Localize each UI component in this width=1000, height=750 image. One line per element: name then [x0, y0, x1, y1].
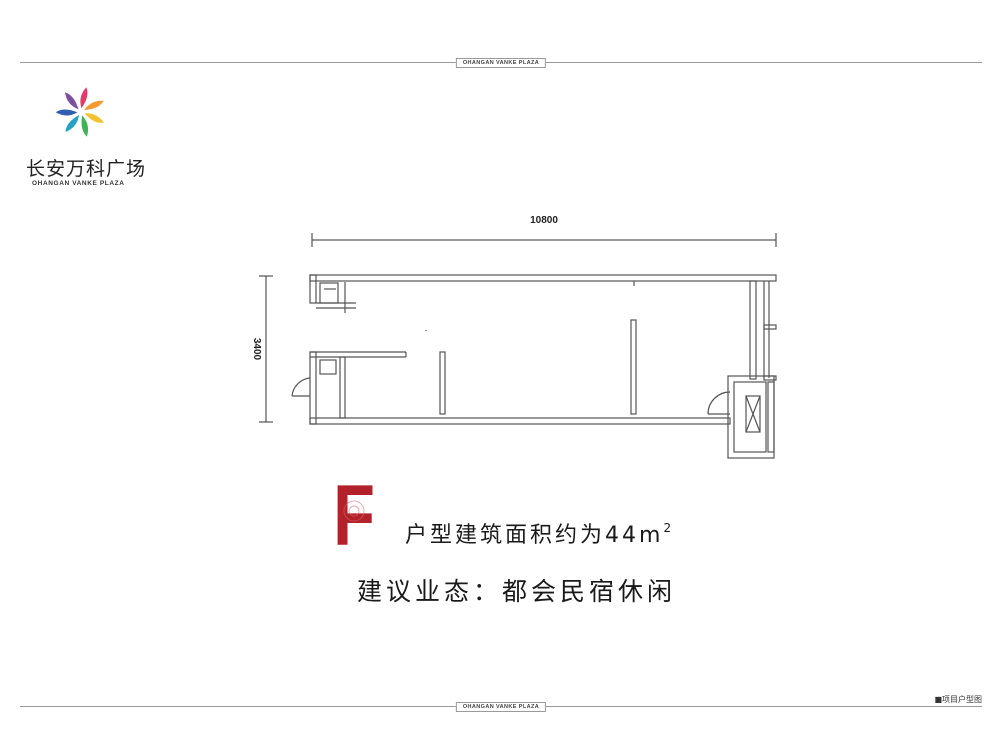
brand-petal: [65, 115, 79, 132]
brand-petal: [55, 109, 78, 116]
brand-petal: [84, 100, 104, 111]
brand-name-en: OHANGAN VANKE PLAZA: [32, 180, 125, 187]
brand-name-cn: 长安万科广场: [26, 158, 147, 180]
unit-area-text: 户型建筑面积约为44m: [405, 523, 664, 548]
unit-type-letter: F: [333, 481, 375, 547]
footer-rule: OHANGAN VANKE PLAZA: [20, 702, 982, 712]
header-rule: OHANGAN VANKE PLAZA: [20, 58, 982, 68]
brand-petal: [80, 87, 88, 109]
floor-plan: 10800 3400: [251, 215, 777, 459]
depth-dimension-label: 3400: [251, 338, 262, 361]
brand-petal: [81, 115, 89, 137]
brand-burst-icon: [55, 87, 104, 137]
unit-letter-watermark-icon: [343, 500, 365, 522]
unit-area-line: 户型建筑面积约为44m2: [405, 517, 671, 549]
footer-note: ■项目户型图: [934, 695, 982, 704]
footer-rule-label: OHANGAN VANKE PLAZA: [455, 702, 547, 712]
unit-letter-text: F: [333, 481, 375, 547]
unit-area-superscript: 2: [663, 521, 672, 535]
plan-walls: [291, 274, 777, 459]
width-dimension-label: 10800: [530, 215, 558, 226]
unit-usage-line: 建议业态：都会民宿休闲: [357, 577, 677, 606]
header-rule-label: OHANGAN VANKE PLAZA: [455, 58, 547, 68]
brand-petal: [65, 92, 79, 110]
brand-petal: [84, 113, 104, 123]
